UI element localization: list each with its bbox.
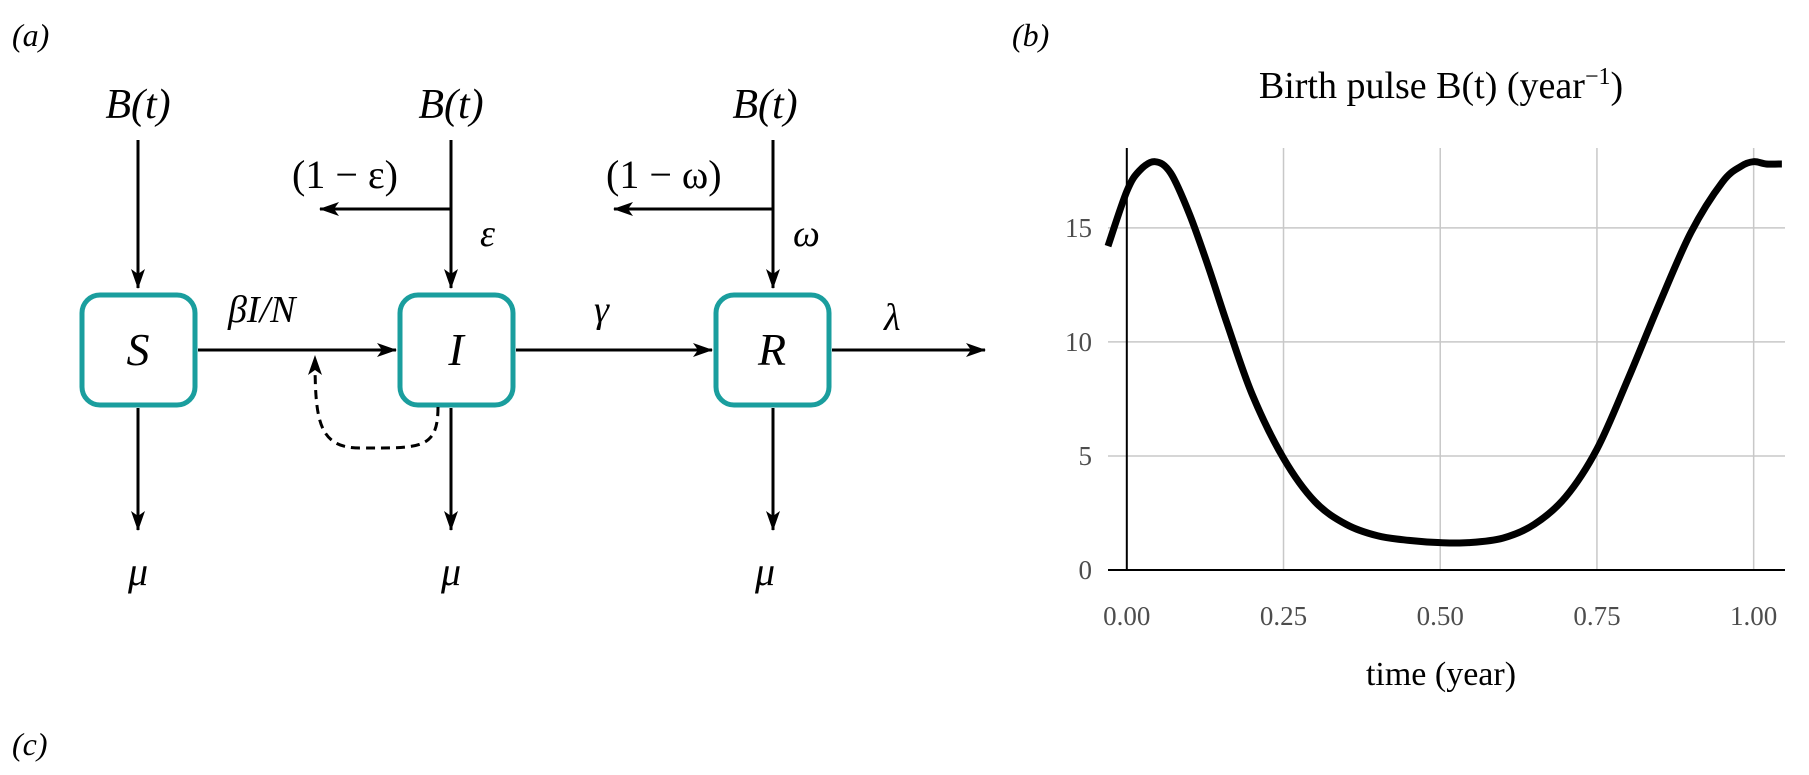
x-tick-label: 1.00 [1730, 601, 1777, 631]
chart-series [1104, 158, 1782, 547]
x-tick-label: 0.75 [1573, 601, 1620, 631]
label-infection-rate: βI/N [227, 289, 298, 331]
outflow-label-r: μ [754, 549, 775, 594]
y-tick-label: 0 [1079, 555, 1093, 585]
chart-axes [1108, 148, 1785, 571]
y-tick-label: 10 [1065, 327, 1092, 357]
label-loss-rate: λ [883, 297, 900, 339]
compartment-r-label: R [757, 324, 786, 375]
compartment-s-label: S [127, 324, 150, 375]
label-recovery-rate: γ [594, 289, 610, 331]
chart-title-end: ) [1610, 65, 1623, 107]
chart-title: Birth pulse B(t) (year−1) [1259, 64, 1623, 107]
outflow-label-i: μ [440, 549, 461, 594]
inflow-label-s: B(t) [105, 82, 170, 128]
chart-title-main: Birth pulse B(t) (year [1259, 65, 1585, 107]
chart-title-sup: −1 [1585, 64, 1611, 90]
x-tick-label: 0.50 [1417, 601, 1464, 631]
chart-ticks: 0.00 0.25 0.50 0.75 1.00 0 5 10 15 [1065, 213, 1777, 631]
inflow-label-r: B(t) [732, 82, 797, 128]
label-one-minus-epsilon: (1 − ε) [292, 152, 398, 197]
y-tick-label: 15 [1065, 213, 1092, 243]
panel-label-b: (b) [1012, 17, 1049, 53]
compartment-i-label: I [447, 324, 466, 375]
x-tick-label: 0.00 [1103, 601, 1150, 631]
compartment-r-box [713, 292, 832, 408]
x-tick-label: 0.25 [1260, 601, 1307, 631]
label-one-minus-omega: (1 − ω) [606, 152, 722, 197]
compartment-i-box [397, 292, 516, 408]
inflow-label-i: B(t) [418, 82, 483, 128]
outflow-label-s: μ [127, 549, 148, 594]
y-tick-label: 5 [1079, 441, 1093, 471]
birth-pulse-line [1104, 158, 1782, 547]
label-omega: ω [793, 213, 820, 255]
compartment-s-box [79, 292, 198, 408]
label-epsilon: ε [480, 213, 495, 255]
chart-grid [1108, 148, 1785, 570]
panel-label-c: (c) [12, 726, 48, 762]
chart-xlabel: time (year) [1366, 656, 1516, 693]
compartment-diagram: B(t) B(t) B(t) (1 − ε) ε (1 − ω) ω S I R… [79, 82, 986, 594]
panel-label-a: (a) [12, 17, 49, 53]
